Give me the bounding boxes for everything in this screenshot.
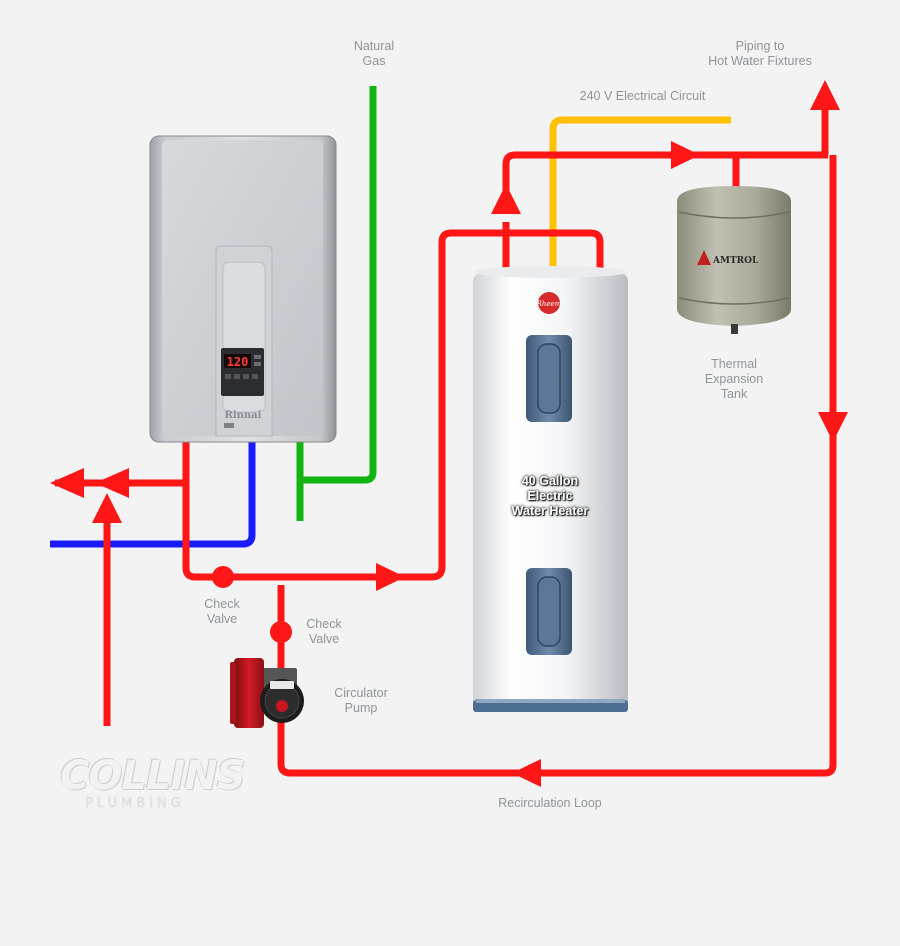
svg-text:AMTROL: AMTROL xyxy=(712,256,759,266)
arrow-down-return xyxy=(818,412,848,442)
arrow-right-lower xyxy=(376,563,405,591)
arrow-up-inlet xyxy=(92,493,122,523)
recirculation-loop-label: Recirculation Loop xyxy=(498,796,602,810)
electrical-circuit xyxy=(549,116,731,270)
tankless-display: 120 xyxy=(227,355,249,369)
electrical-circuit-label: 240 V Electrical Circuit xyxy=(579,89,706,103)
arrow-left-outlet xyxy=(50,468,84,498)
arrow-up-fixtures xyxy=(810,80,840,110)
rheem-logo-icon xyxy=(538,292,560,314)
check-valve-1-icon xyxy=(212,566,234,588)
arrow-left-outlet-2 xyxy=(95,468,129,498)
recirc-return-down xyxy=(277,155,837,777)
collins-plumbing-logo: COLLINS PLUMBING xyxy=(60,753,246,811)
arrow-right-top xyxy=(671,141,700,169)
gas-pipe xyxy=(296,86,377,521)
tankless-outlet xyxy=(182,229,604,581)
electric-water-heater: Rheem xyxy=(473,266,628,712)
svg-text:Rheem: Rheem xyxy=(536,300,562,308)
tankless-brand: Rinnai xyxy=(225,410,262,421)
expansion-tank: AMTROL xyxy=(677,186,791,334)
cold-water-pipe xyxy=(50,441,256,548)
tankless-water-heater: 120 Rinnai xyxy=(149,135,337,443)
hot-supply-main xyxy=(502,151,828,196)
arrow-left-return xyxy=(512,759,541,787)
arrow-up-heater xyxy=(491,184,521,214)
check-valve-2-icon xyxy=(270,621,292,643)
amtrol-logo-icon xyxy=(697,250,711,265)
circulator-pump xyxy=(230,658,304,728)
